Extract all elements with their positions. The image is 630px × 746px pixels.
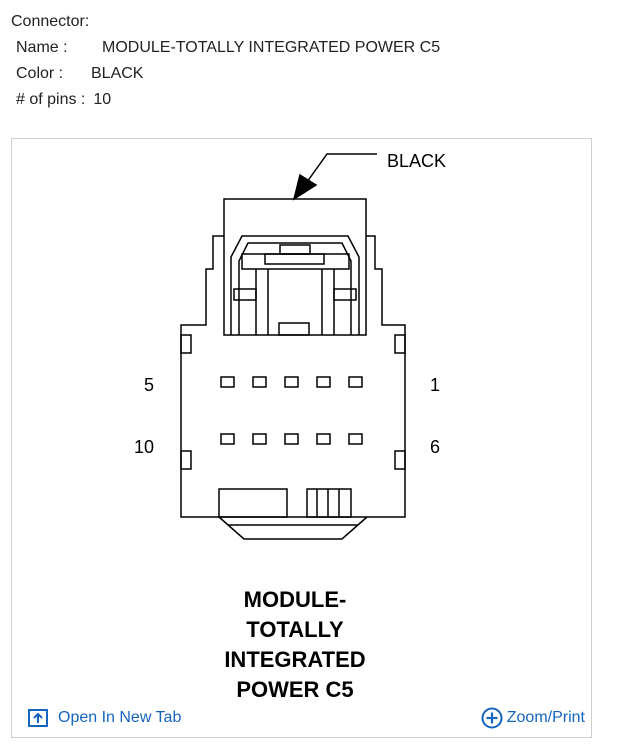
callout-leader: [301, 153, 377, 190]
plus-circle-icon: [481, 707, 503, 729]
diagram-panel: BLACK 5 1 10 6 MODULE- TOTALLY INTEGRATE…: [11, 138, 592, 738]
pin-label-1: 1: [430, 375, 440, 395]
connector-diagram: BLACK 5 1 10 6 MODULE- TOTALLY INTEGRATE…: [134, 151, 446, 699]
panel-footer: Open In New Tab Zoom/Print: [12, 701, 591, 737]
pin-cavity: [252, 376, 267, 388]
pin-row-top: [220, 376, 363, 388]
pin-cavity: [316, 433, 331, 445]
color-row: Color : BLACK: [11, 61, 440, 87]
title-line-2: TOTALLY: [246, 617, 344, 642]
pins-value: 10: [93, 91, 112, 108]
connector-info: Connector: Name : MODULE-TOTALLY INTEGRA…: [11, 9, 440, 113]
pin-row-bottom: [220, 433, 363, 445]
callout-arrowhead: [292, 173, 318, 201]
title-line-3: INTEGRATED: [224, 647, 365, 672]
latch-bar-center: [264, 253, 325, 265]
latch-frame-outer: [230, 235, 360, 335]
open-new-tab-label: Open In New Tab: [58, 709, 182, 726]
connector-heading: Connector:: [11, 13, 90, 30]
pin-label-6: 6: [430, 437, 440, 457]
latch-frame-inner: [238, 242, 352, 335]
color-value: BLACK: [91, 65, 144, 82]
pin-cavity: [316, 376, 331, 388]
zoom-print-link[interactable]: Zoom/Print: [481, 707, 585, 729]
pin-cavity: [348, 376, 363, 388]
bottom-lip: [218, 516, 368, 540]
title-line-1: MODULE-: [244, 587, 347, 612]
pin-cavity: [284, 376, 299, 388]
zoom-print-label: Zoom/Print: [506, 709, 585, 726]
pins-label: # of pins :: [16, 91, 86, 108]
notch-left-bottom: [180, 450, 192, 470]
notch-left-top: [180, 334, 192, 354]
diagram-title: MODULE- TOTALLY INTEGRATED POWER C5: [224, 587, 365, 699]
pin-cavity: [252, 433, 267, 445]
latch-lug-right: [333, 288, 357, 301]
pin-cavity: [220, 376, 235, 388]
latch-release: [278, 322, 310, 336]
pin-label-5: 5: [144, 375, 154, 395]
latch-housing: [223, 198, 367, 336]
notch-right-top: [394, 334, 406, 354]
open-new-tab-link[interactable]: Open In New Tab: [28, 709, 181, 727]
bottom-key-right: [306, 488, 352, 518]
name-value: MODULE-TOTALLY INTEGRATED POWER C5: [102, 39, 441, 56]
connector-body: [180, 235, 406, 518]
callout-label: BLACK: [387, 151, 446, 171]
pins-row: # of pins : 10: [11, 87, 440, 113]
pin-label-10: 10: [134, 437, 154, 457]
pin-cavity: [220, 433, 235, 445]
latch-lug-left: [233, 288, 257, 301]
title-line-4: POWER C5: [236, 677, 353, 699]
name-label: Name :: [16, 39, 68, 56]
latch-tab: [279, 244, 311, 255]
name-row: Name : MODULE-TOTALLY INTEGRATED POWER C…: [11, 35, 440, 61]
notch-right-bottom: [394, 450, 406, 470]
pin-cavity: [284, 433, 299, 445]
color-label: Color :: [16, 65, 64, 82]
pin-cavity: [348, 433, 363, 445]
open-new-tab-icon: [28, 709, 48, 727]
latch-bar: [241, 253, 350, 270]
bottom-key-left: [218, 488, 288, 518]
